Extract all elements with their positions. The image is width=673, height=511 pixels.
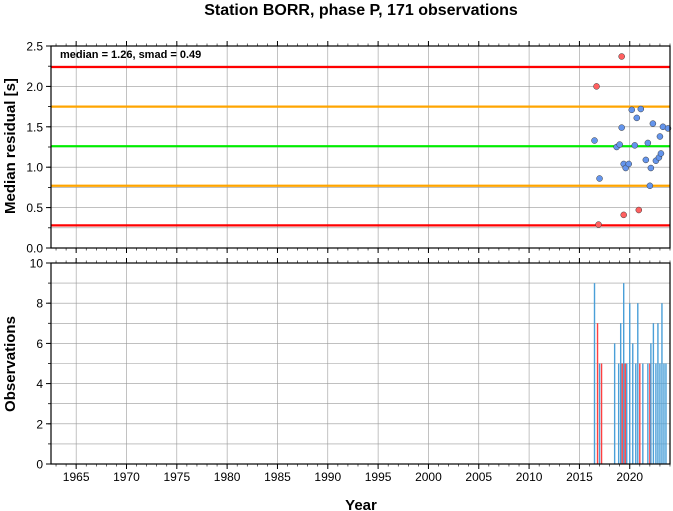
top-y-tick-label: 0.5	[26, 201, 43, 215]
data-point	[635, 206, 643, 214]
x-axis-label: Year	[345, 497, 377, 511]
data-point	[633, 114, 641, 122]
x-tick-label: 2005	[465, 470, 492, 484]
chart-title: Station BORR, phase P, 171 observations	[204, 2, 518, 19]
data-point	[646, 182, 654, 190]
bottom-y-tick-label: 6	[36, 337, 43, 351]
top-y-axis-label: Median residual [s]	[2, 78, 19, 214]
top-y-tick-label: 2.5	[26, 40, 43, 54]
x-tick-label: 1980	[214, 470, 241, 484]
data-point	[642, 156, 650, 164]
bottom-y-tick-label: 8	[36, 297, 43, 311]
x-tick-label: 2010	[516, 470, 543, 484]
bottom-y-tick-label: 10	[30, 257, 44, 271]
x-tick-label: 1975	[163, 470, 190, 484]
top-frame	[50, 45, 671, 249]
x-tick-label: 2020	[616, 470, 643, 484]
data-point	[625, 160, 632, 168]
data-point	[591, 137, 598, 144]
observations-panel: 0 2 4 6 8 10 1965 1970 1975 1980 1985 1990 1995 2000 2…	[30, 257, 671, 484]
data-point	[644, 139, 652, 147]
top-y-tick-label: 2.0	[26, 80, 43, 94]
data-point	[616, 141, 623, 148]
x-tick-label: 2000	[415, 470, 442, 484]
data-point	[657, 150, 665, 157]
x-tick-label: 1995	[365, 470, 392, 484]
bottom-y-tick-label: 4	[36, 377, 43, 391]
data-point	[596, 175, 603, 182]
bottom-y-tick-label: 2	[36, 417, 43, 431]
residual-panel: 0.0 0.5 1.0 1.5 2.0 2.5 median = 1.26, smad = …	[26, 40, 672, 256]
x-tick-label: 1970	[113, 470, 140, 484]
stats-annotation: median = 1.26, smad = 0.49	[60, 49, 201, 61]
data-point	[618, 53, 625, 60]
top-y-tick-label: 1.0	[26, 161, 43, 175]
data-point	[618, 124, 625, 131]
data-point	[647, 164, 655, 172]
data-point	[649, 120, 657, 127]
bottom-y-tick-label: 0	[36, 458, 43, 472]
top-y-tick-label: 1.5	[26, 120, 43, 134]
bottom-y-axis-label: Observations	[2, 316, 19, 412]
top-y-tick-label: 0.0	[26, 242, 43, 256]
data-point	[631, 142, 639, 149]
x-tick-label: 1990	[314, 470, 341, 484]
data-point	[620, 211, 627, 219]
bottom-frame	[50, 262, 671, 465]
data-point	[593, 83, 600, 90]
data-point	[595, 221, 602, 228]
data-point	[656, 133, 664, 140]
x-tick-label: 1985	[264, 470, 291, 484]
data-point	[628, 106, 636, 114]
x-tick-label: 2015	[566, 470, 593, 484]
data-point	[637, 105, 645, 113]
x-tick-label: 1965	[63, 470, 90, 484]
